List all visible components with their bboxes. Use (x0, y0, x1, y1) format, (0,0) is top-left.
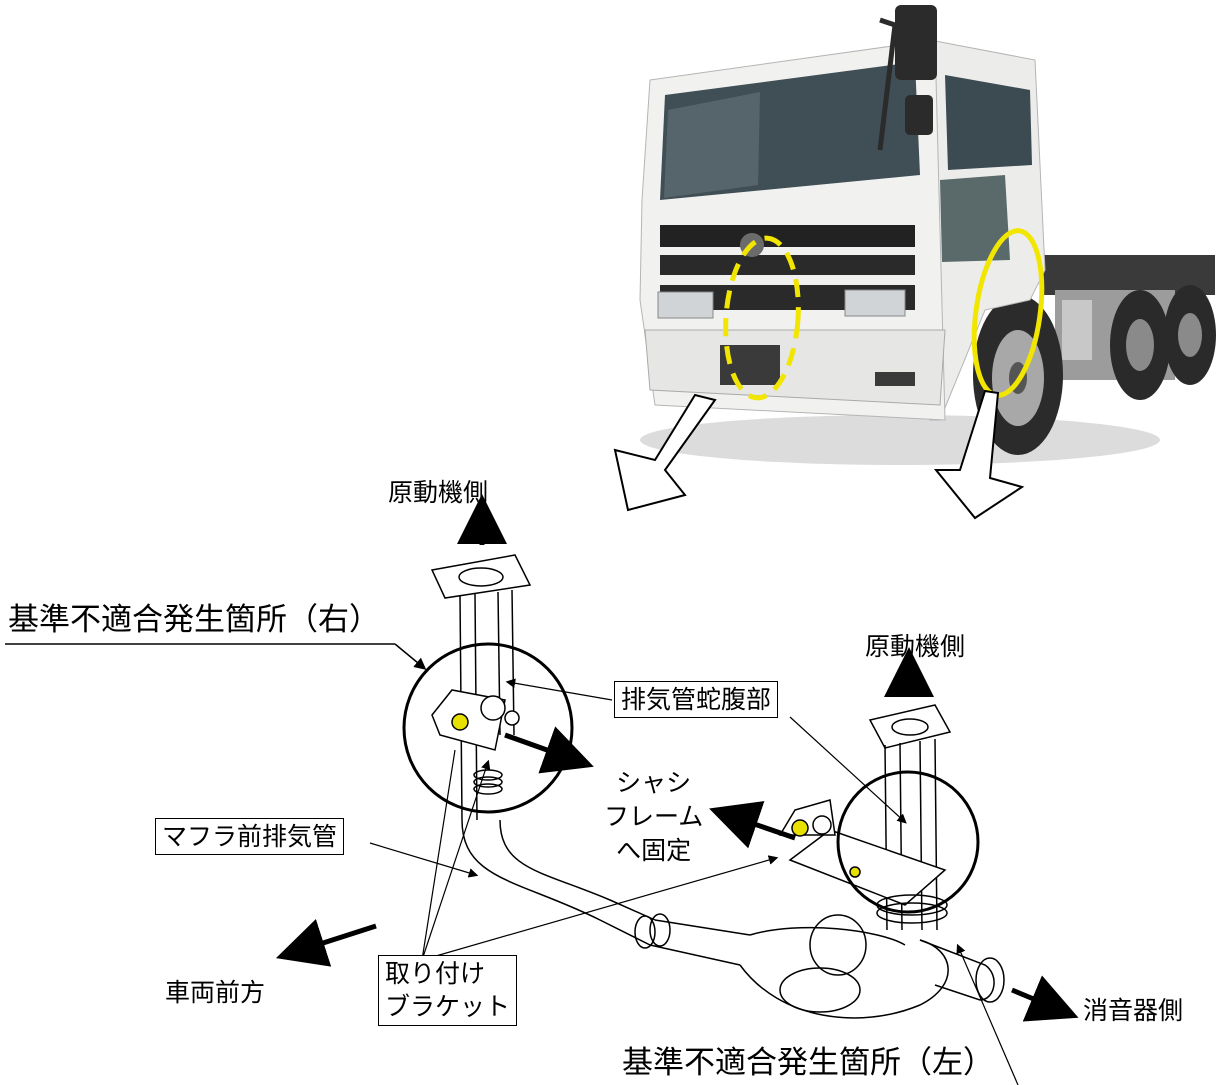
circle-right-defect (402, 642, 574, 814)
arrow-muffler-side (1011, 975, 1079, 1022)
label-bracket-box: 取り付け ブラケット (378, 955, 518, 1026)
label-muffler-side: 消音器側 (1083, 996, 1184, 1025)
label-engine-side-right: 原動機側 (865, 632, 966, 661)
label-front-pipe: マフラ前排気管 (162, 822, 338, 851)
arrow-chassis-right (504, 726, 594, 774)
left-flange (430, 554, 532, 599)
hollow-arrow-left (613, 393, 717, 512)
dashed-highlight-ellipse (723, 235, 801, 401)
label-bellows: 排気管蛇腹部 (621, 685, 772, 714)
right-bracket (788, 829, 947, 906)
label-engine-side-left: 原動機側 (388, 478, 489, 507)
label-bracket-line2: ブラケット (385, 991, 511, 1021)
label-bellows-box: 排気管蛇腹部 (614, 681, 779, 719)
arrow-chassis-left (709, 801, 796, 849)
label-vehicle-front: 車両前方 (165, 978, 266, 1007)
label-chassis-line3: へ固定 (616, 835, 692, 865)
arrow-vehicle-front (275, 919, 377, 967)
label-bracket-line1: 取り付け (385, 959, 486, 988)
label-front-pipe-box: マフラ前排気管 (155, 818, 345, 856)
circle-left-defect (836, 770, 980, 914)
hollow-arrow-right (933, 389, 1025, 520)
label-chassis-line1: シャシ (616, 768, 692, 797)
label-nonconformity-left: 基準不適合発生箇所（左） (622, 1045, 994, 1081)
label-nonconformity-right: 基準不適合発生箇所（右） (8, 602, 380, 638)
label-chassis-line2: フレーム (604, 801, 704, 831)
label-chassis-fix: シャシ フレーム へ固定 (604, 766, 703, 867)
right-flange (868, 704, 952, 749)
